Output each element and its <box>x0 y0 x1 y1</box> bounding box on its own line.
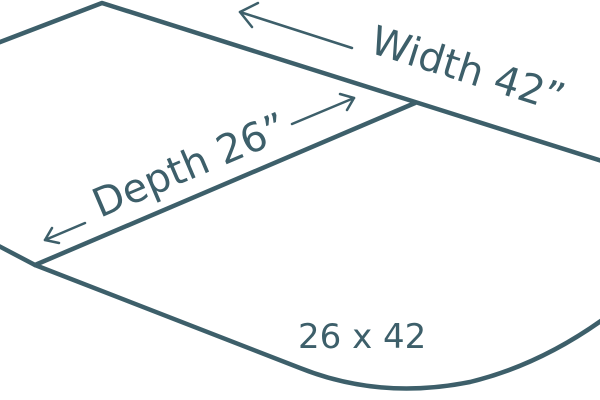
depth-divider-line <box>32 100 418 268</box>
top-outline <box>0 0 600 163</box>
arrow-right-icon <box>290 92 356 126</box>
width-label: Width 42” <box>365 18 570 122</box>
size-label: 26 x 42 <box>298 317 426 357</box>
arrow-left-icon <box>43 221 87 245</box>
arrow-left-icon <box>238 1 354 50</box>
bottom-outline <box>0 244 600 391</box>
